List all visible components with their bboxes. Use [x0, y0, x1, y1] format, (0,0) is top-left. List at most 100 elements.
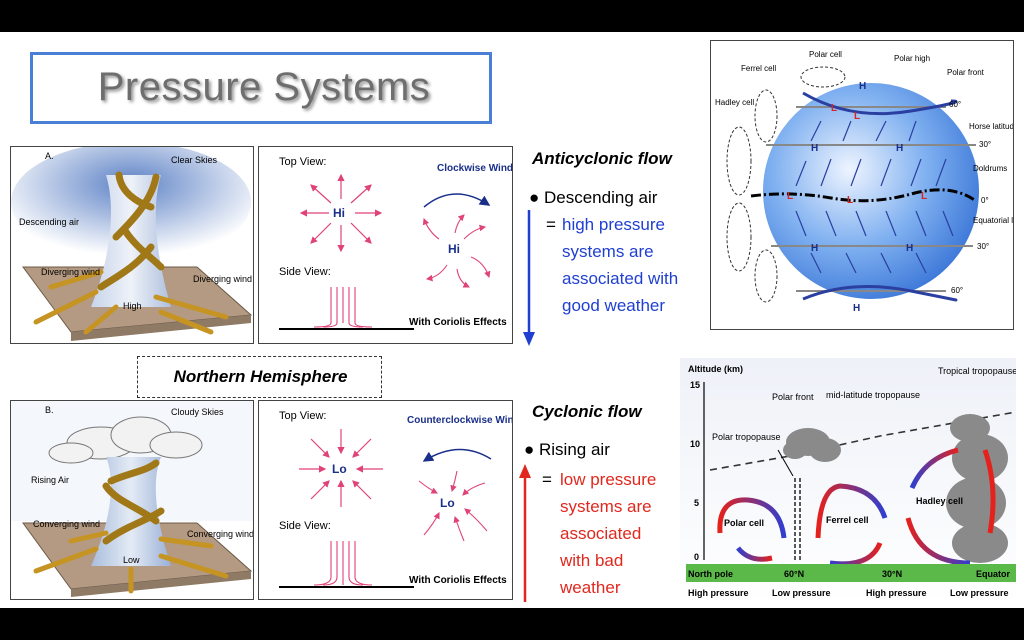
side-view-label: Side View: — [279, 266, 331, 278]
storm-cloud — [48, 416, 203, 464]
low-marker: L — [831, 103, 837, 114]
cyclone-drawing: B. Cloudy Skies Rising Air Converging wi… — [11, 401, 254, 597]
clockwise-arrow — [423, 193, 491, 208]
high-marker: H — [811, 243, 818, 254]
label-clear-skies: Clear Skies — [171, 155, 218, 165]
anticyclone-drawing: A. Clear Skies Descending air Diverging … — [11, 147, 253, 341]
altitude-tick: 15 — [690, 380, 700, 390]
hadley-cell-top — [909, 447, 959, 490]
cyclone-desc-line: with bad — [560, 551, 624, 570]
descending-side-arrows — [313, 287, 373, 328]
coriolis-lo-label: Lo — [440, 496, 455, 510]
cyclone-illustration: B. Cloudy Skies Rising Air Converging wi… — [10, 400, 254, 600]
anticyclone-desc: high pressure systems are associated wit… — [562, 211, 678, 319]
polar-front-pointer — [777, 449, 794, 477]
label-converging-wind-left: Converging wind — [33, 519, 100, 529]
ferrel-cell-return — [829, 541, 883, 567]
northern-hemisphere-label: Northern Hemisphere — [173, 367, 348, 386]
label-cloudy-skies: Cloudy Skies — [171, 407, 224, 417]
coriolis-arrows — [422, 214, 491, 288]
polar-front-south — [802, 285, 958, 302]
anticyclonic-flow-title: Anticyclonic flow — [532, 149, 672, 168]
polar-cell-loop — [717, 497, 787, 539]
ground-label: 30°N — [882, 569, 902, 579]
ferrel-cell-label: Ferrel cell — [826, 515, 869, 525]
polar-tropopause-label: Polar tropopause — [712, 432, 781, 442]
anticyclone-schematic-drawing: Top View: Hi Side View: Clockwise Wind F… — [279, 156, 513, 330]
side-view-label: Side View: — [279, 520, 331, 532]
label-high: High — [123, 301, 142, 311]
label-polar-high: Polar high — [894, 54, 930, 63]
diverging-wind-arrows — [33, 269, 229, 335]
label-diverging-wind-left: Diverging wind — [41, 267, 100, 277]
ferrel-cell-loop — [815, 483, 888, 539]
altitude-axis-title: Altitude (km) — [688, 364, 743, 374]
high-marker: H — [859, 81, 866, 92]
globe-drawing: L L L L L H H H H H H Polar cell Polar h… — [715, 50, 1014, 314]
latitude-label: 60° — [949, 100, 961, 109]
converging-arrows — [299, 429, 383, 507]
hi-center-label: Hi — [333, 206, 345, 220]
cyclone-desc-line: associated — [560, 524, 642, 543]
high-marker: H — [811, 143, 818, 154]
anticyclone-desc-line: associated with — [562, 269, 679, 288]
atmospheric-cross-section: Altitude (km) 15 10 5 0 North pole 60°N — [680, 358, 1017, 604]
label-polar-front: Polar front — [947, 68, 985, 77]
pressure-label: Low pressure — [772, 588, 831, 598]
surface-wind-arrows — [795, 120, 954, 274]
ground-edge — [71, 315, 251, 341]
latitude-label: 30° — [979, 140, 991, 149]
high-marker: H — [853, 303, 860, 314]
top-view-label: Top View: — [279, 156, 327, 168]
high-marker: H — [896, 143, 903, 154]
slide: Pressure Systems A. Clear Skies — [0, 32, 1024, 608]
hadley-cell-loops — [726, 66, 846, 303]
coriolis-hi-label: Hi — [448, 242, 460, 256]
label-rising-air: Rising Air — [31, 475, 69, 485]
ground-label: Equator — [976, 569, 1010, 579]
ground-label: North pole — [688, 569, 733, 579]
descending-arrow — [523, 210, 535, 346]
altitude-tick: 10 — [690, 439, 700, 449]
global-circulation-globe: L L L L L H H H H H H Polar cell Polar h… — [710, 40, 1014, 330]
cyclone-desc-line: weather — [560, 578, 621, 597]
latitude-label: 30° — [977, 242, 989, 251]
label-converging-wind-right: Converging wind — [187, 529, 254, 539]
label-doldrums: Doldrums — [973, 164, 1007, 173]
title-box: Pressure Systems — [30, 52, 492, 124]
cyclone-desc-line: low pressure — [560, 470, 657, 489]
page-title: Pressure Systems — [97, 65, 431, 109]
rising-side-arrows — [313, 541, 373, 586]
label-equatorial-lows: Equatorial lows — [973, 216, 1014, 225]
coriolis-label: With Coriolis Effects — [409, 317, 507, 328]
latitude-lines — [766, 106, 976, 292]
rising-arrow — [519, 464, 531, 602]
coriolis-arrows — [418, 470, 488, 542]
low-marker: L — [787, 191, 793, 202]
label-polar-cell: Polar cell — [809, 50, 842, 59]
cyclonic-flow-title: Cyclonic flow — [532, 402, 642, 421]
altitude-tick: 0 — [694, 552, 699, 562]
cross-section-drawing: Altitude (km) 15 10 5 0 North pole 60°N — [680, 358, 1017, 604]
northern-hemisphere-box: Northern Hemisphere — [137, 356, 382, 398]
cyclone-desc-line: systems are — [560, 497, 652, 516]
ground-label: 60°N — [784, 569, 804, 579]
equator-line — [750, 188, 977, 203]
latitude-label: 60° — [951, 286, 963, 295]
cyclone-desc-prefix: = — [542, 470, 552, 489]
anticyclone-desc-prefix: = — [546, 215, 556, 234]
polar-cell-return — [736, 546, 773, 562]
equator-updraft — [982, 449, 996, 534]
cyclone-desc: low pressure systems are associated with… — [560, 466, 656, 601]
low-marker: L — [854, 111, 860, 122]
diverging-arrows — [299, 173, 383, 253]
polar-front-label: Polar front — [772, 392, 814, 402]
pressure-label: High pressure — [688, 588, 749, 598]
rising-air-arrows — [102, 459, 165, 545]
label-b: B. — [45, 405, 54, 415]
label-hadley-cell: Hadley cell — [715, 98, 754, 107]
clockwise-label: Clockwise Wind Flow — [437, 163, 513, 174]
cyclone-bullet-text: Rising air — [539, 440, 610, 459]
anticyclone-desc-line: systems are — [562, 242, 654, 261]
label-diverging-wind-right: Diverging wind — [193, 274, 252, 284]
